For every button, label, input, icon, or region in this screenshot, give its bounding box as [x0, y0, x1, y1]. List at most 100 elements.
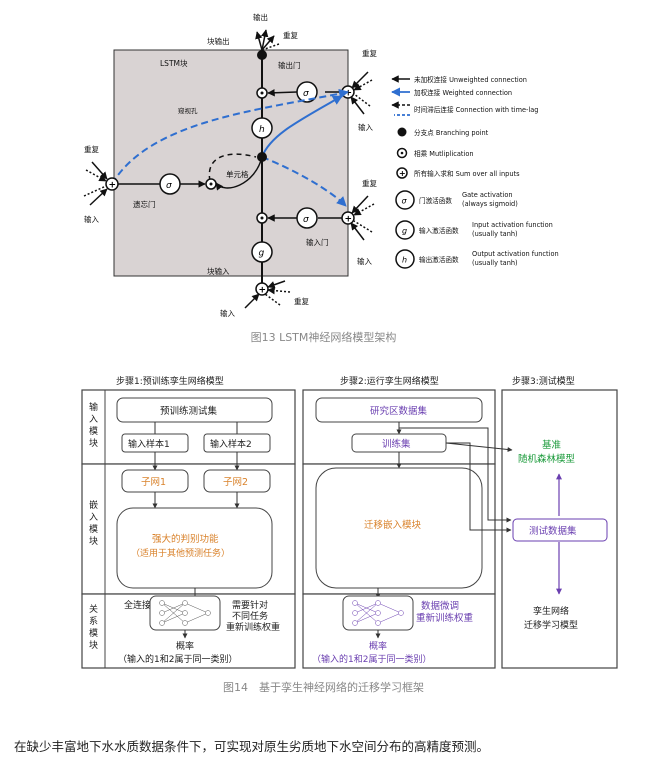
svg-text:h: h [402, 256, 407, 265]
test-dataset: 测试数据集 [529, 525, 577, 537]
input-right-top-label: 输入 [358, 122, 373, 132]
probability-note-2: （输入的1和2属于同一类别） [312, 653, 431, 665]
g-symbol: g [259, 249, 265, 259]
probability-label-2: 概率 [369, 640, 387, 652]
figure-14-siamese-diagram: 步骤1:预训练孪生网络模型 步骤2:运行孪生网络模型 步骤3:测试模型 输入模块… [81, 375, 618, 669]
forget-gate-label: 遗忘门 [133, 199, 156, 209]
legend-item: 未加权连接 Unweighted connection [414, 75, 527, 84]
svg-text:块: 块 [89, 535, 98, 547]
legend-item: 相乘 Mutliplication [414, 149, 474, 158]
lstm-block-label: LSTM块 [160, 58, 188, 68]
strong-function-text: 强大的判别功能 [152, 533, 219, 545]
probability-label: 概率 [176, 640, 194, 652]
legend-item: 加权连接 Weighted connection [414, 88, 512, 97]
fine-tune-note-3: 重新训练权重 [226, 621, 280, 633]
output-gate-label: 输出门 [278, 60, 301, 70]
transfer-model-label: 迁移学习模型 [524, 619, 578, 631]
sigma-symbol: σ [303, 215, 309, 225]
output-arrows-icon [255, 29, 280, 51]
input-activation-icon [251, 241, 273, 263]
svg-text:入: 入 [89, 414, 98, 425]
body-paragraph: 在缺少丰富地下水水质数据条件下，可实现对原生劣质地下水空间分布的高精度预测。 [14, 739, 490, 754]
probability-note: （输入的1和2属于同一类别） [118, 653, 237, 665]
fine-tune-note-1: 需要针对 [232, 599, 268, 611]
sigma-symbol: σ [166, 181, 172, 191]
svg-text:σ: σ [402, 197, 408, 206]
step3-title: 步骤3:测试模型 [512, 375, 575, 387]
neural-net-icon [352, 600, 404, 626]
svg-text:模: 模 [89, 426, 98, 437]
neural-net-icon [159, 600, 211, 626]
input-left-label: 输入 [84, 214, 99, 224]
svg-text:g: g [402, 227, 407, 236]
legend-item: Output activation function [472, 250, 559, 258]
svg-text:块: 块 [89, 639, 98, 651]
svg-text:嵌: 嵌 [89, 500, 98, 511]
step2-title: 步骤2:运行孪生网络模型 [340, 375, 439, 387]
legend-item: Input activation function [472, 221, 553, 229]
svg-text:模: 模 [89, 524, 98, 535]
svg-text:输: 输 [89, 401, 98, 413]
svg-text:+: + [109, 181, 117, 191]
legend-item: 时间滞后连接 Connection with time-lag [414, 105, 538, 114]
pretrain-test-set: 预训练测试集 [160, 405, 218, 417]
output-activation-icon [251, 117, 273, 139]
block-input-label: 块输入 [207, 266, 230, 276]
subnet-1: 子网1 [141, 477, 166, 488]
sigma-symbol: σ [303, 89, 309, 99]
strong-function-note: （适用于其他预测任务） [131, 547, 230, 559]
svg-text:系: 系 [89, 616, 98, 627]
figure-14-caption: 图14 基于孪生神经网络的迁移学习框架 [223, 681, 424, 694]
random-forest-label: 随机森林模型 [518, 453, 576, 465]
data-fine-tune: 数据微调 [421, 600, 459, 612]
input-sample-2: 输入样本2 [210, 438, 252, 450]
input-right-mid-label: 输入 [357, 256, 372, 266]
svg-text:+: + [259, 286, 267, 296]
legend-item: 输出激活函数 [419, 255, 459, 264]
repeat-bottom-label: 重复 [294, 296, 309, 306]
input-bottom-label: 输入 [220, 308, 235, 318]
input-gate-label: 输入门 [306, 237, 329, 247]
input-sample-1: 输入样本1 [128, 438, 170, 450]
baseline-label: 基准 [542, 439, 562, 451]
fine-tune-note-2: 不同任务 [232, 610, 268, 622]
repeat-top-label: 重复 [283, 30, 298, 40]
svg-text:关: 关 [89, 603, 98, 615]
study-area-set: 研究区数据集 [370, 405, 428, 417]
row-label-embed: 嵌入模块 [89, 500, 98, 547]
train-set: 训练集 [382, 438, 411, 450]
svg-text:+: + [345, 215, 353, 225]
repeat-right-top-label: 重复 [362, 48, 377, 58]
legend-item: 所有输入求和 Sum over all inputs [414, 169, 520, 178]
transfer-embed-module: 迁移嵌入模块 [364, 519, 422, 531]
siamese-label: 孪生网络 [533, 605, 569, 617]
output-label: 输出 [253, 12, 268, 22]
svg-text:+: + [345, 89, 353, 99]
legend-item: 分支点 Branching point [414, 128, 489, 137]
peephole-label: 窥视孔 [178, 106, 198, 115]
svg-text:模: 模 [89, 628, 98, 639]
legend-item: (usually tanh) [472, 230, 518, 238]
step1-title: 步骤1:预训练孪生网络模型 [116, 375, 224, 387]
retrain-weights: 重新训练权重 [416, 612, 474, 624]
legend-item: Gate activation [462, 191, 513, 199]
legend-item: 门激活函数 [419, 196, 452, 205]
repeat-left-label: 重复 [84, 144, 99, 154]
repeat-right-mid-label: 重复 [362, 178, 377, 188]
svg-text:入: 入 [89, 512, 98, 523]
subnet-2: 子网2 [223, 477, 248, 488]
svg-text:+: + [399, 169, 406, 178]
branching-point [257, 50, 267, 60]
cell-label: 单元格 [226, 169, 249, 179]
h-symbol: h [259, 125, 265, 135]
legend-item: (usually tanh) [472, 259, 518, 267]
figure-13-caption: 图13 LSTM神经网络模型架构 [250, 331, 397, 344]
svg-text:块: 块 [89, 437, 98, 449]
block-output-label: 块输出 [207, 36, 230, 46]
figure-13-lstm-diagram: LSTM块 输出 块输出 重复 输出门 σ + 重复 输入 h 窥视孔 单元格 … [83, 12, 559, 318]
sum-node-input-gate [341, 211, 355, 225]
legend-item: 输入激活函数 [419, 226, 459, 235]
legend-item: (always sigmoid) [462, 200, 518, 208]
